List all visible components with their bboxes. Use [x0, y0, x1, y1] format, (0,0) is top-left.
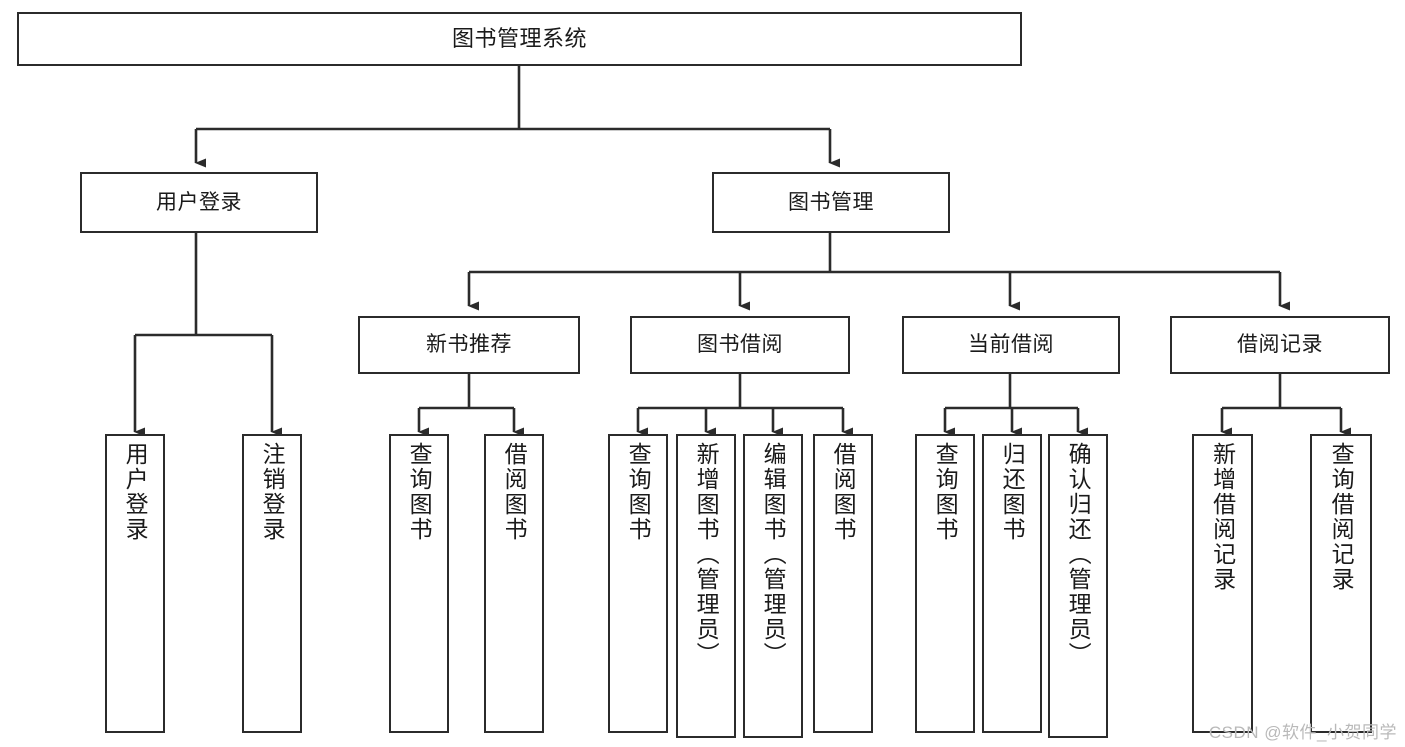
node-label: 图书借阅	[697, 333, 783, 357]
node-label: 用户登录	[156, 190, 242, 214]
node-label: 查询图书	[406, 442, 433, 542]
node-label: 新增图书（管理员）	[693, 442, 720, 667]
node-new-book-recommend[interactable]: 新书推荐	[358, 316, 580, 374]
leaf-query-book-recommend[interactable]: 查询图书	[389, 434, 449, 733]
node-label: 查询借阅记录	[1328, 442, 1355, 592]
leaf-add-borrow-record[interactable]: 新增借阅记录	[1192, 434, 1253, 733]
leaf-borrow-book-recommend[interactable]: 借阅图书	[484, 434, 544, 733]
node-label: 归还图书	[999, 442, 1026, 542]
leaf-confirm-return[interactable]: 确认归还（管理员）	[1048, 434, 1108, 738]
leaf-query-book-borrow[interactable]: 查询图书	[608, 434, 668, 733]
node-label: 编辑图书（管理员）	[760, 442, 787, 667]
node-label: 用户登录	[122, 442, 149, 542]
leaf-user-login[interactable]: 用户登录	[105, 434, 165, 733]
node-user-login[interactable]: 用户登录	[80, 172, 318, 233]
node-root-book-management-system[interactable]: 图书管理系统	[17, 12, 1022, 66]
node-label: 查询图书	[932, 442, 959, 542]
node-borrow-record[interactable]: 借阅记录	[1170, 316, 1390, 374]
csdn-watermark: CSDN @软件_小贺同学	[1208, 723, 1397, 742]
leaf-borrow-book[interactable]: 借阅图书	[813, 434, 873, 733]
node-label: 当前借阅	[968, 333, 1054, 357]
node-label: 借阅图书	[501, 442, 528, 542]
node-label: 图书管理	[788, 190, 874, 214]
node-label: 新增借阅记录	[1209, 442, 1236, 592]
node-label: 借阅图书	[830, 442, 857, 542]
node-label: 注销登录	[259, 442, 286, 542]
node-label: 借阅记录	[1237, 333, 1323, 357]
node-label: 查询图书	[625, 442, 652, 542]
leaf-query-borrow-record[interactable]: 查询借阅记录	[1310, 434, 1372, 733]
node-label: 确认归还（管理员）	[1065, 442, 1092, 667]
leaf-logout[interactable]: 注销登录	[242, 434, 302, 733]
node-label: 图书管理系统	[451, 25, 587, 51]
leaf-return-book[interactable]: 归还图书	[982, 434, 1042, 733]
leaf-add-book[interactable]: 新增图书（管理员）	[676, 434, 736, 738]
leaf-query-book-current[interactable]: 查询图书	[915, 434, 975, 733]
node-book-borrow[interactable]: 图书借阅	[630, 316, 850, 374]
node-book-management[interactable]: 图书管理	[712, 172, 950, 233]
node-label: 新书推荐	[426, 333, 512, 357]
node-current-borrow[interactable]: 当前借阅	[902, 316, 1120, 374]
leaf-edit-book[interactable]: 编辑图书（管理员）	[743, 434, 803, 738]
